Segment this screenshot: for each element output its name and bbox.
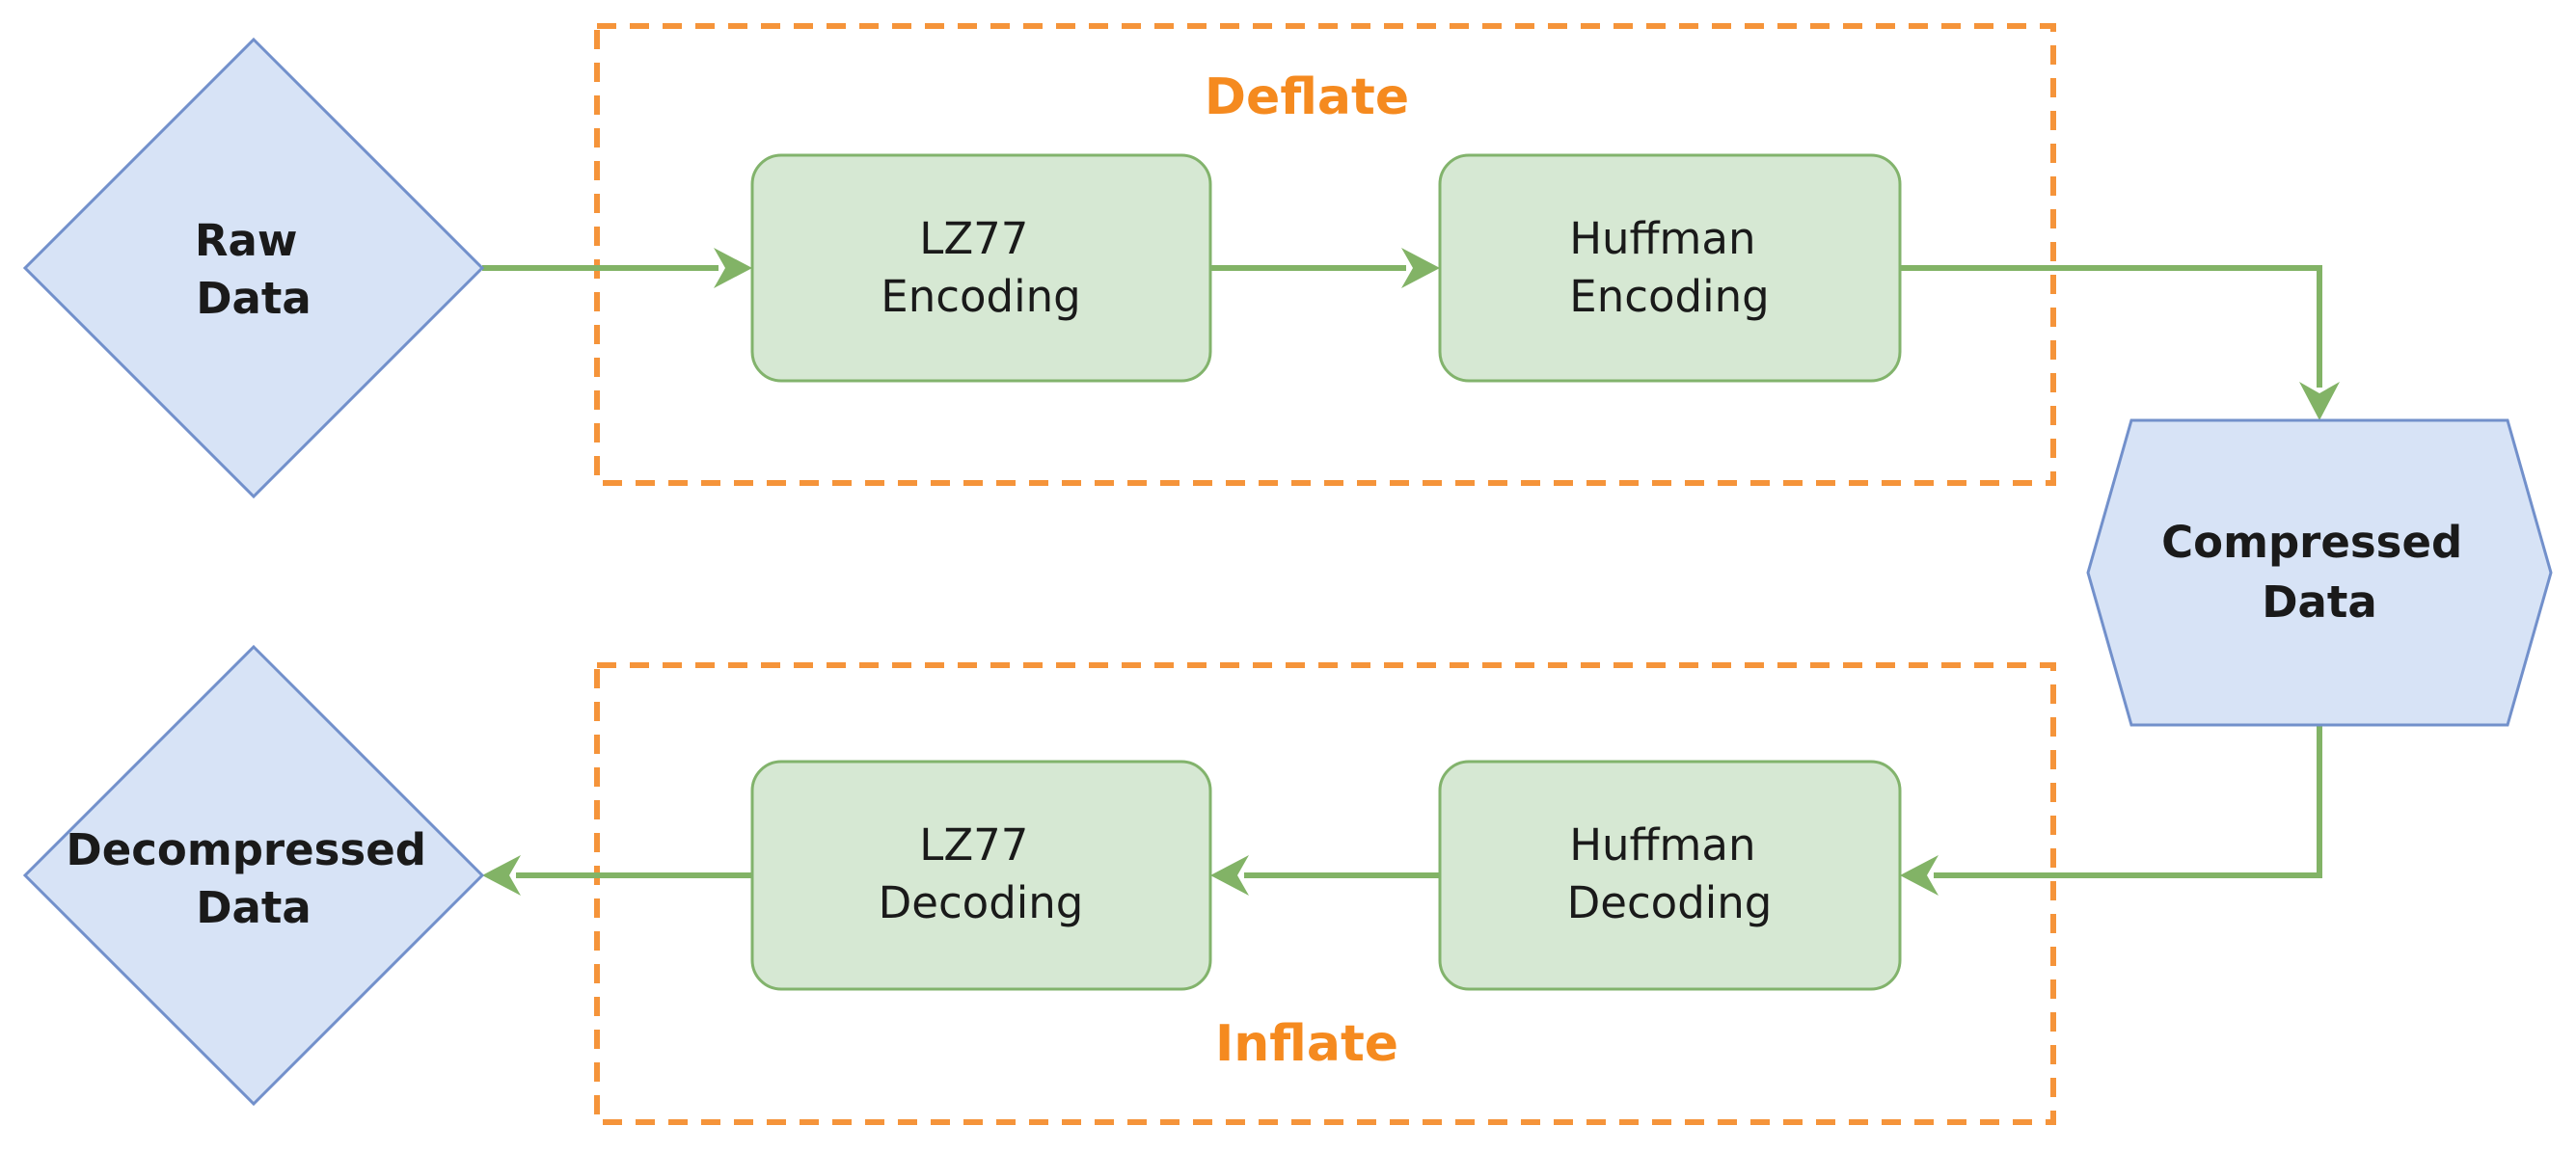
compressed-data-label-line1: Compressed xyxy=(2161,517,2462,568)
compressed-data-hexagon xyxy=(2086,418,2553,727)
lz77-decoding-box xyxy=(750,760,1212,991)
decompressed-data-diamond xyxy=(22,644,485,1107)
inflate-group-border xyxy=(594,662,2056,1125)
node-raw-data: Raw Data xyxy=(22,37,485,499)
node-huffman-encoding: Huffman Encoding xyxy=(1438,153,1902,383)
arrowhead-compressed-data xyxy=(2299,382,2340,420)
edge-compressed-to-huffman-decoding xyxy=(1934,725,2322,878)
node-lz77-decoding: LZ77 Decoding xyxy=(750,760,1212,991)
edge-huffman-encoding-to-compressed xyxy=(1900,265,2322,388)
huffman-decoding-label-line1: Huffman xyxy=(1569,819,1755,871)
lz77-decoding-label-line1: LZ77 xyxy=(919,819,1028,871)
huffman-encoding-box xyxy=(1438,153,1902,383)
raw-data-label-line1: Raw xyxy=(195,215,298,266)
node-compressed-data: Compressed Data xyxy=(2086,418,2553,727)
raw-data-diamond xyxy=(22,37,485,499)
decompressed-data-label: Decompressed Data xyxy=(66,824,441,933)
huffman-encoding-label: Huffman Encoding xyxy=(1569,213,1770,322)
deflate-group-border xyxy=(594,23,2056,486)
arrowhead-huffman-decoding xyxy=(1900,855,1939,896)
huffman-encoding-label-line2: Encoding xyxy=(1569,271,1769,322)
raw-data-label: Raw Data xyxy=(195,215,312,324)
huffman-decoding-label-line2: Decoding xyxy=(1567,877,1773,928)
huffman-encoding-label-line1: Huffman xyxy=(1569,213,1755,264)
compressed-data-label: Compressed Data xyxy=(2161,517,2478,628)
node-huffman-decoding: Huffman Decoding xyxy=(1438,760,1902,991)
lz77-decoding-label-line2: Decoding xyxy=(879,877,1084,928)
arrowhead-lz77-decoding xyxy=(1210,855,1249,896)
decompressed-data-label-line2: Data xyxy=(196,882,312,933)
deflate-group-label: Deflate xyxy=(1205,68,1409,126)
lz77-encoding-label: LZ77 Encoding xyxy=(881,213,1080,322)
raw-data-label-line2: Data xyxy=(196,273,312,324)
compressed-data-label-line2: Data xyxy=(2262,576,2377,628)
lz77-decoding-label: LZ77 Decoding xyxy=(879,819,1084,928)
huffman-decoding-label: Huffman Decoding xyxy=(1567,819,1773,928)
lz77-encoding-label-line1: LZ77 xyxy=(919,213,1028,264)
node-decompressed-data: Decompressed Data xyxy=(22,644,485,1107)
arrowhead-decompressed-data xyxy=(482,855,521,896)
lz77-encoding-label-line2: Encoding xyxy=(881,271,1080,322)
connectors xyxy=(482,248,2340,896)
arrowhead-huffman-encoding xyxy=(1401,248,1440,288)
node-lz77-encoding: LZ77 Encoding xyxy=(750,153,1212,383)
inflate-group-label: Inflate xyxy=(1215,1015,1398,1073)
huffman-decoding-box xyxy=(1438,760,1902,991)
lz77-encoding-box xyxy=(750,153,1212,383)
decompressed-data-label-line1: Decompressed xyxy=(66,824,426,875)
arrowhead-lz77-encoding xyxy=(714,248,752,288)
